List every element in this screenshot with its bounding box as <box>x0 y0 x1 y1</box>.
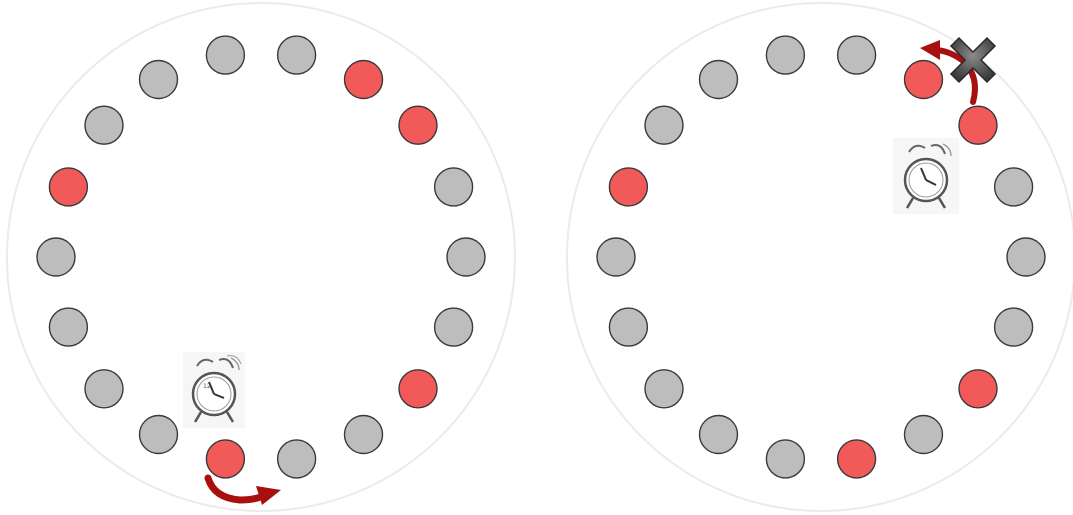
active-token <box>609 168 647 206</box>
right-token-group <box>597 36 1045 478</box>
inactive-token <box>140 416 178 454</box>
active-token <box>206 440 244 478</box>
right-panel <box>567 3 1073 511</box>
inactive-token <box>597 238 635 276</box>
inactive-token <box>995 308 1033 346</box>
inactive-token <box>278 440 316 478</box>
inactive-token <box>278 36 316 74</box>
inactive-token <box>766 440 804 478</box>
right-ring <box>567 3 1073 511</box>
active-token <box>905 61 943 99</box>
inactive-token <box>85 106 123 144</box>
inactive-token <box>609 308 647 346</box>
inactive-token <box>766 36 804 74</box>
active-token <box>959 370 997 408</box>
curved-arrow-icon <box>208 478 281 505</box>
inactive-token <box>447 238 485 276</box>
alarm-clock-icon: 12 <box>183 352 245 428</box>
svg-text:12: 12 <box>203 383 211 390</box>
inactive-token <box>345 416 383 454</box>
active-token <box>838 440 876 478</box>
active-token <box>49 168 87 206</box>
inactive-token <box>905 416 943 454</box>
active-token <box>345 61 383 99</box>
inactive-token <box>37 238 75 276</box>
inactive-token <box>49 308 87 346</box>
active-token <box>399 370 437 408</box>
alarm-clock-icon <box>893 138 959 214</box>
inactive-token <box>645 370 683 408</box>
inactive-token <box>85 370 123 408</box>
inactive-token <box>435 308 473 346</box>
inactive-token <box>995 168 1033 206</box>
inactive-token <box>838 36 876 74</box>
active-token <box>399 106 437 144</box>
left-token-group <box>37 36 485 478</box>
left-ring <box>7 3 515 511</box>
inactive-token <box>435 168 473 206</box>
left-panel: 12 <box>7 3 515 511</box>
inactive-token <box>206 36 244 74</box>
inactive-token <box>700 61 738 99</box>
active-token <box>959 106 997 144</box>
inactive-token <box>645 106 683 144</box>
inactive-token <box>1007 238 1045 276</box>
inactive-token <box>700 416 738 454</box>
inactive-token <box>140 61 178 99</box>
